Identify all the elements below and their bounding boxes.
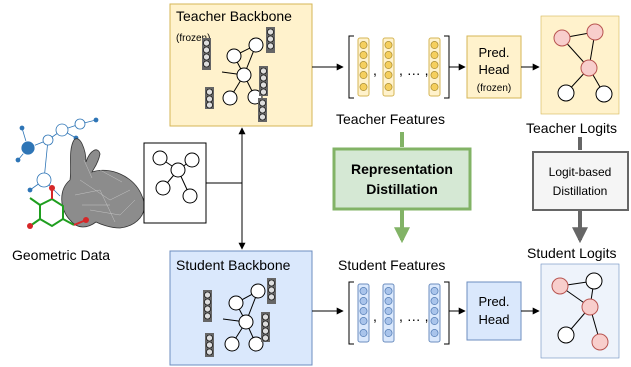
logit-distillation-line1: Logit-based xyxy=(549,165,612,179)
teacher-feature-separator: , xyxy=(373,62,377,78)
input-connector xyxy=(206,127,246,250)
student-backbone-title: Student Backbone xyxy=(176,257,291,273)
teacher-head-line3: (frozen) xyxy=(477,83,511,94)
teacher-features: , , … , Teacher Features xyxy=(336,35,450,127)
student-features: , , … , Student Features xyxy=(338,257,450,345)
teacher-feature-vector xyxy=(357,37,370,97)
teacher-logits-label: Teacher Logits xyxy=(526,120,617,136)
teacher-head-line2: Head xyxy=(478,62,509,77)
geometric-data-label: Geometric Data xyxy=(12,247,110,263)
logit-distillation-line2: Distillation xyxy=(553,184,608,198)
teacher-features-label: Teacher Features xyxy=(336,111,445,127)
student-head-line1: Pred. xyxy=(478,294,509,309)
teacher-logits: Teacher Logits xyxy=(526,15,620,136)
teacher-backbone: Teacher Backbone (frozen) xyxy=(169,3,313,127)
representation-distillation: Representation Distillation xyxy=(332,132,472,244)
student-feature-ellipsis: , … , xyxy=(399,308,429,324)
student-feature-vector xyxy=(428,283,441,343)
teacher-feature-vector xyxy=(382,37,395,97)
student-backbone: Student Backbone xyxy=(169,250,313,366)
bunny-mesh-icon xyxy=(61,138,145,229)
student-features-label: Student Features xyxy=(338,257,445,273)
molecule-icon xyxy=(27,185,89,229)
representation-distillation-line1: Representation xyxy=(351,161,453,177)
teacher-head-line1: Pred. xyxy=(478,45,509,60)
student-head-line2: Head xyxy=(478,312,509,327)
student-feature-vector xyxy=(382,283,395,343)
student-feature-vector xyxy=(357,283,370,343)
teacher-feature-ellipsis: , … , xyxy=(399,62,429,78)
representation-distillation-line2: Distillation xyxy=(366,181,438,197)
student-logits: Student Logits xyxy=(527,245,620,359)
teacher-backbone-title: Teacher Backbone xyxy=(176,8,292,24)
student-pred-head: Pred. Head xyxy=(466,281,522,341)
geometric-data: Geometric Data xyxy=(12,117,145,263)
student-node-feature-stacks xyxy=(203,278,276,357)
teacher-node-feature-stacks xyxy=(202,27,275,122)
logit-based-distillation: Logit-based Distillation xyxy=(532,137,629,244)
teacher-feature-vector xyxy=(428,37,441,97)
teacher-backbone-subtitle: (frozen) xyxy=(176,33,210,44)
teacher-pred-head: Pred. Head (frozen) xyxy=(466,35,522,99)
student-feature-separator: , xyxy=(373,308,377,324)
student-logits-label: Student Logits xyxy=(527,245,617,261)
input-graph xyxy=(143,142,207,224)
